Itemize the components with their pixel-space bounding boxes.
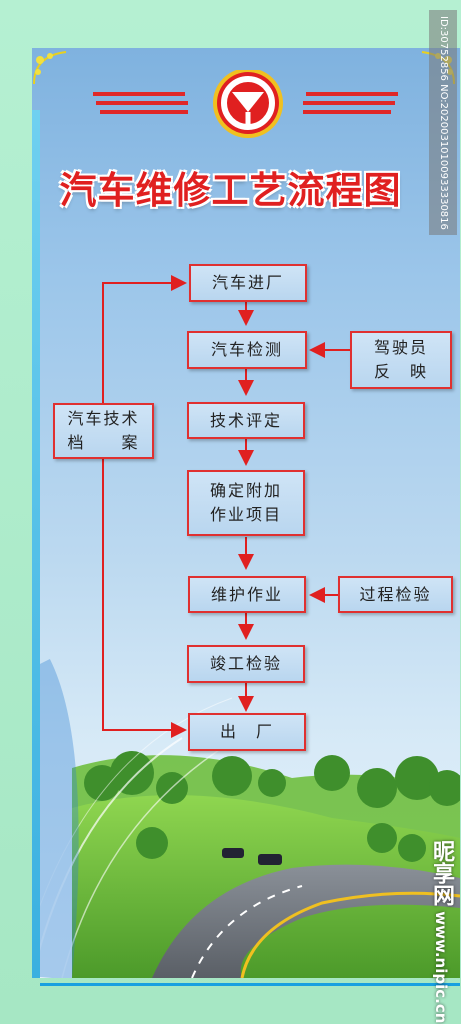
brand-url: www.nipic.cn <box>432 911 450 1024</box>
landscape-illustration <box>32 659 460 978</box>
watermark-id: ID:30752856 NO:20200310100933330816 <box>429 10 457 235</box>
step-label: 维护作业 <box>210 584 283 604</box>
arrow-archive-step7 <box>102 459 187 738</box>
three-spoke-wheel-icon <box>213 70 283 138</box>
step-label: 过程检验 <box>359 584 432 604</box>
step-label: 汽车检测 <box>210 340 283 359</box>
step-label: 技术评定 <box>209 410 282 430</box>
flow-input-driver-feedback: 驾驶员 反 映 <box>350 331 452 389</box>
step-label: 汽车进厂 <box>211 273 284 292</box>
step-label: 档 案 <box>67 433 140 452</box>
flow-step-technical-evaluation: 技术评定 <box>187 402 305 439</box>
header-emblem <box>93 70 398 138</box>
step-label: 反 映 <box>373 362 428 381</box>
bottom-rule <box>40 983 460 986</box>
ornament-corner-icon <box>33 51 67 85</box>
flow-step-additional-items: 确定附加 作业项目 <box>187 470 305 536</box>
flow-step-exit: 出 厂 <box>188 713 306 751</box>
flow-step-maintenance: 维护作业 <box>188 576 306 613</box>
left-accent-bar <box>32 110 40 978</box>
flow-step-vehicle-entry: 汽车进厂 <box>189 264 307 302</box>
flow-step-completion-inspection: 竣工检验 <box>187 645 305 683</box>
flow-step-vehicle-inspection: 汽车检测 <box>187 331 307 369</box>
step-label: 驾驶员 <box>373 338 428 357</box>
flow-input-process-check: 过程检验 <box>338 576 453 613</box>
step-label: 确定附加 <box>209 481 282 500</box>
blue-panel <box>32 48 460 978</box>
page-title: 汽车维修工艺流程图 <box>59 168 402 212</box>
step-label: 竣工检验 <box>209 654 282 673</box>
brand-watermark: 昵享网 www.nipic.cn <box>424 840 458 1023</box>
step-label: 作业项目 <box>209 505 282 524</box>
flow-record-technical-archive: 汽车技术 档 案 <box>53 403 154 459</box>
arrow-archive-step1 <box>102 275 187 403</box>
step-label: 汽车技术 <box>67 409 140 428</box>
step-label: 出 厂 <box>219 722 274 741</box>
brand-name: 昵享网 <box>429 840 454 906</box>
